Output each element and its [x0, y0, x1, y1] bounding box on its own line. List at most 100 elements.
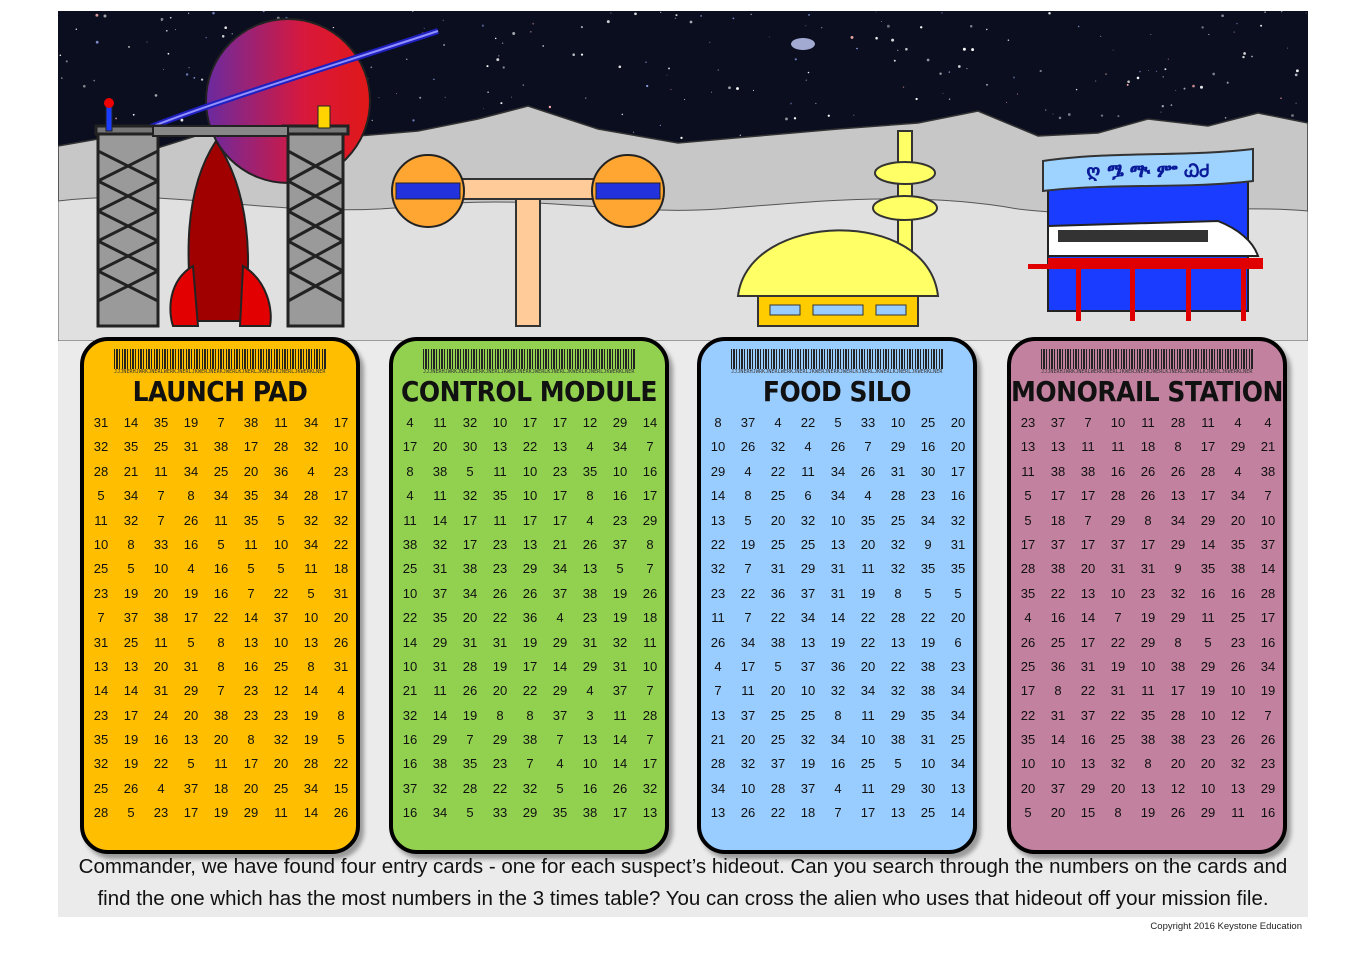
grid-number: 13	[582, 561, 598, 577]
star-icon	[966, 67, 968, 70]
star-icon	[60, 77, 63, 79]
grid-number: 11	[304, 561, 318, 577]
star-icon	[200, 78, 204, 81]
grid-number: 37	[740, 415, 756, 430]
star-icon	[942, 92, 944, 94]
grid-number: 35	[582, 463, 598, 479]
grid-number: 17	[183, 610, 199, 626]
star-icon	[1280, 97, 1282, 99]
grid-number: 19	[1140, 610, 1156, 626]
grid-number: 13	[123, 658, 139, 674]
grid-number: 5	[127, 561, 135, 577]
grid-number: 26	[612, 780, 628, 796]
grid-number: 5	[556, 780, 564, 796]
grid-number: 22	[1050, 585, 1066, 601]
grid-number: 37	[1050, 415, 1066, 430]
grid-number: 20	[153, 585, 169, 601]
grid-number: 23	[273, 707, 289, 723]
grid-number: 32	[333, 512, 349, 528]
grid-number: 38	[243, 415, 259, 430]
grid-number: 36	[1050, 658, 1066, 674]
grid-number: 7	[1264, 488, 1272, 504]
monorail-pillar	[1241, 269, 1246, 321]
star-icon	[807, 13, 811, 16]
grid-number: 38	[1050, 561, 1066, 577]
grid-number: 32	[123, 512, 139, 528]
star-icon	[185, 73, 189, 76]
grid-number: 28	[1110, 488, 1126, 504]
star-icon	[660, 11, 662, 13]
star-icon	[65, 60, 68, 63]
star-icon	[580, 26, 583, 29]
grid-number: 34	[213, 488, 229, 504]
grid-number: 31	[432, 561, 448, 577]
grid-number: 28	[642, 707, 658, 723]
grid-number: 17	[1080, 488, 1096, 504]
grid-number: 11	[613, 707, 627, 723]
grid-number: 26	[582, 536, 598, 552]
grid-number: 25	[770, 488, 786, 504]
grid-number: 19	[123, 756, 139, 772]
grid-number: 25	[1050, 634, 1066, 650]
grid-number: 13	[890, 634, 906, 650]
grid-number: 8	[496, 707, 504, 723]
star-icon	[986, 83, 988, 86]
star-icon	[132, 113, 135, 116]
grid-number: 16	[243, 658, 259, 674]
grid-number: 4	[864, 488, 872, 504]
grid-number: 32	[432, 536, 448, 552]
grid-number: 7	[217, 683, 225, 699]
grid-number: 10	[153, 561, 169, 577]
star-icon	[444, 96, 446, 98]
grid-number: 22	[1110, 707, 1126, 723]
grid-number: 16	[1080, 732, 1096, 748]
star-icon	[443, 44, 446, 46]
star-icon	[675, 14, 678, 17]
grid-number: 16	[1260, 805, 1276, 821]
grid-number: 17	[462, 512, 478, 528]
grid-number: 29	[492, 732, 508, 748]
grid-number: 22	[920, 610, 936, 626]
grid-number: 13	[710, 512, 726, 528]
grid-number: 17	[1080, 634, 1096, 650]
grid-number: 28	[710, 756, 726, 772]
grid-number: 34	[303, 415, 319, 430]
grid-number: 8	[406, 463, 414, 479]
grid-number: 36	[273, 463, 289, 479]
star-icon	[1226, 81, 1229, 84]
silo-disc-icon	[874, 161, 936, 185]
grid-number: 16	[582, 780, 598, 796]
star-icon	[926, 58, 930, 62]
grid-number: 31	[1080, 658, 1096, 674]
grid-number: 22	[860, 610, 876, 626]
star-icon	[146, 41, 148, 43]
grid-number: 31	[462, 634, 478, 650]
grid-number: 14	[432, 707, 448, 723]
grid-number: 32	[273, 732, 289, 748]
grid-number: 13	[642, 805, 658, 821]
grid-number: 26	[1140, 463, 1156, 479]
star-icon	[1221, 14, 1224, 18]
star-icon	[128, 45, 130, 48]
grid-number: 17	[522, 512, 538, 528]
grid-number: 17	[552, 415, 568, 430]
grid-number: 31	[333, 585, 349, 601]
grid-number: 29	[1260, 780, 1276, 796]
star-icon	[666, 74, 668, 76]
grid-number: 34	[1230, 488, 1246, 504]
grid-number: 17	[612, 805, 628, 821]
grid-number: 14	[402, 634, 418, 650]
star-icon	[498, 55, 500, 57]
star-icon	[411, 11, 414, 12]
star-icon	[501, 42, 504, 44]
grid-number: 11	[214, 512, 228, 528]
star-icon	[1264, 11, 1266, 13]
